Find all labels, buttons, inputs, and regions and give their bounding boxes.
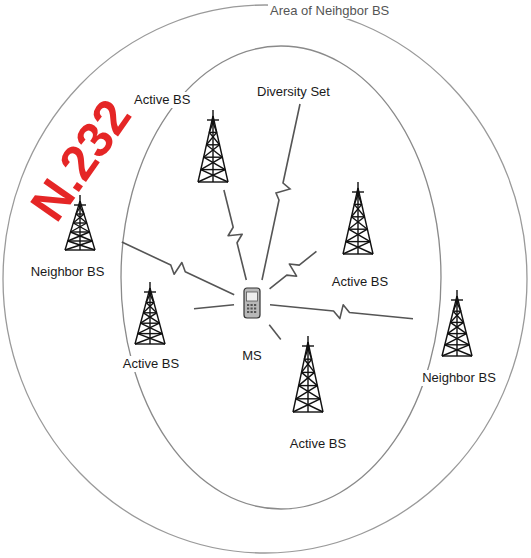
tower-icon (193, 110, 233, 182)
radio-link (194, 305, 234, 309)
radio-link (270, 305, 413, 319)
tower-icon (338, 182, 378, 254)
leader-line (262, 104, 300, 280)
node-label: Active BS (121, 356, 181, 372)
radio-link (269, 325, 281, 340)
tower-icon (437, 290, 477, 356)
base-station: Active BS (110, 278, 192, 372)
mobile-station: MS (236, 282, 268, 364)
area-ellipse (120, 45, 442, 510)
neighbor-area: Active BS Active BS MS Active BS Active BS Di… (2, 4, 528, 554)
node-label: Active BS (288, 436, 348, 452)
node-label: Neighbor BS (420, 370, 498, 386)
base-station: Active BS (130, 92, 240, 188)
radio-link (122, 242, 234, 295)
radio-link (224, 190, 246, 280)
node-label: Active BS (132, 92, 192, 108)
base-station: Active BS (282, 330, 354, 452)
node-label: Area of Neihgbor BS (268, 3, 391, 19)
tower-icon (130, 282, 170, 344)
base-station: Active BS (318, 178, 402, 290)
node-label: Neighbor BS (29, 264, 107, 280)
node-label: MS (240, 348, 264, 364)
phone-icon (232, 288, 272, 318)
node-label: Diversity Set (255, 84, 332, 100)
tower-icon (288, 336, 328, 412)
radio-link (270, 251, 317, 289)
diversity-set: Active BS Active BS MS Active BS Active BS Di… (120, 45, 442, 510)
watermark: N.232 (22, 91, 139, 229)
node-label: Active BS (330, 274, 390, 290)
base-station: Neighbor BS (415, 286, 503, 386)
